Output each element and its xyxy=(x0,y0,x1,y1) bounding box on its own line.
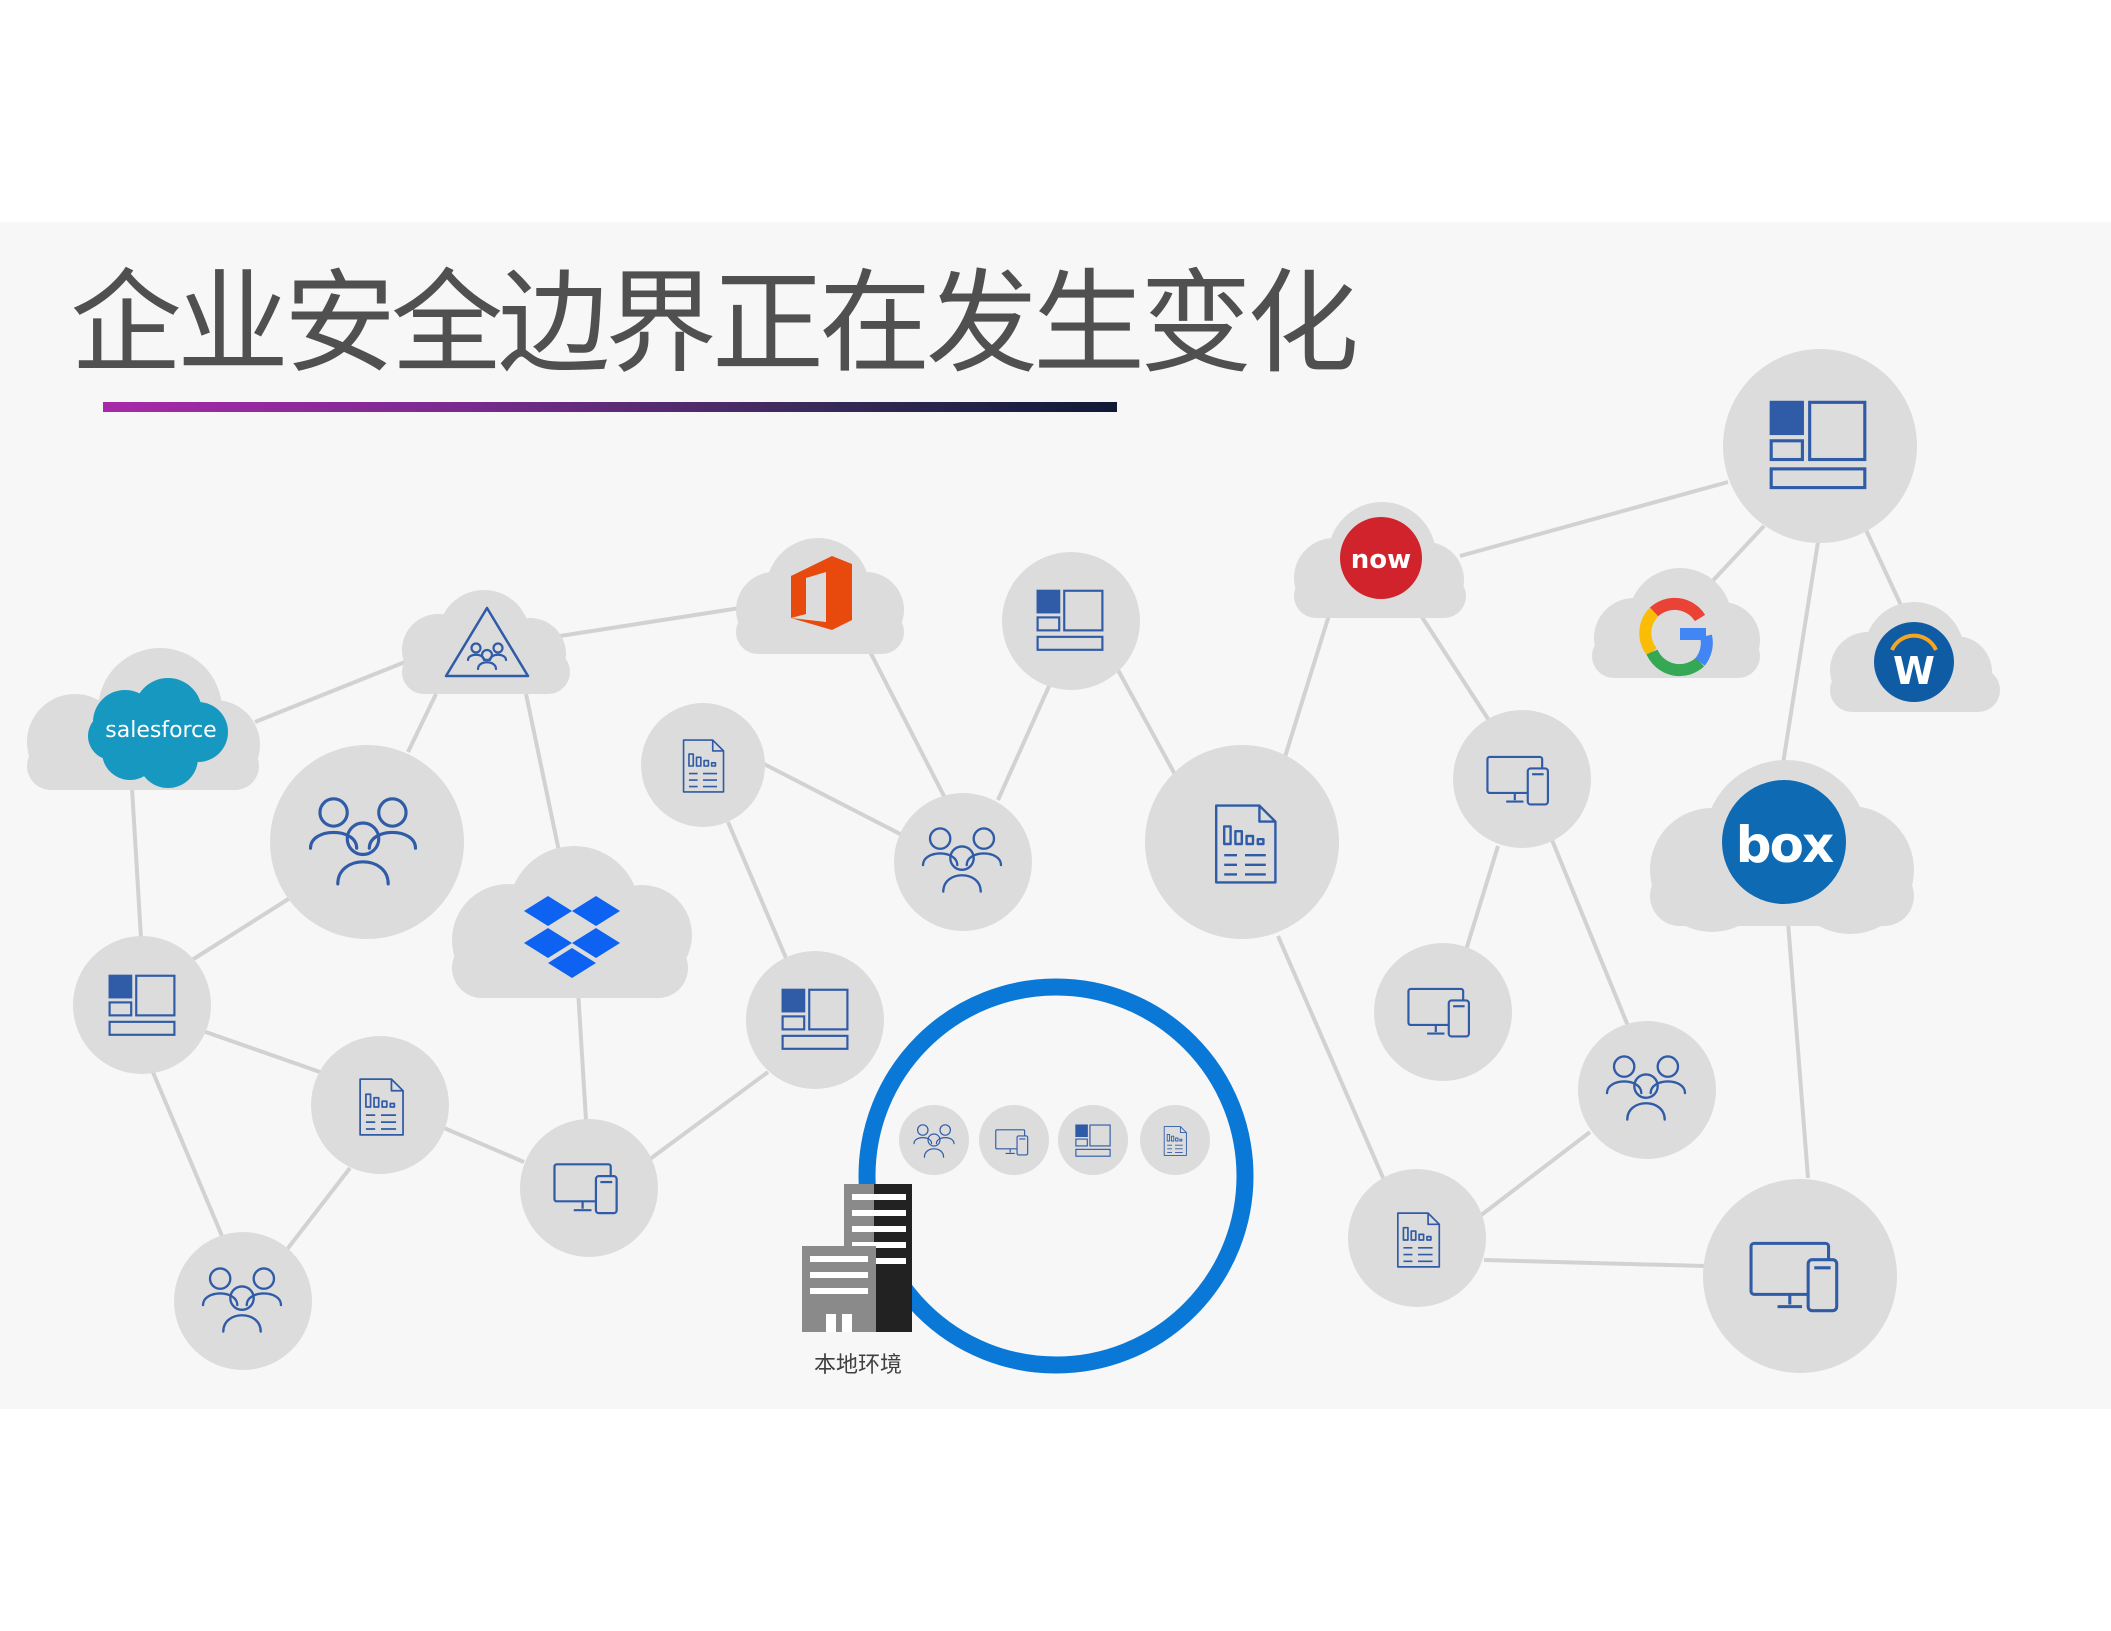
node-users-3 xyxy=(894,793,1032,931)
node-app-2 xyxy=(746,951,884,1089)
on-prem-label: 本地环境 xyxy=(814,1353,902,1378)
salesforce-wordmark: salesforce xyxy=(105,718,216,743)
servicenow-cloud: now xyxy=(1294,502,1466,618)
title-underline xyxy=(103,402,1117,412)
node-doc-1 xyxy=(311,1036,449,1174)
google-logo xyxy=(1639,597,1713,677)
dropbox-cloud xyxy=(452,846,692,998)
perimeter-node-users xyxy=(899,1105,969,1175)
office-cloud xyxy=(736,538,904,654)
perimeter-node-doc xyxy=(1140,1105,1210,1175)
node-devices-3 xyxy=(1374,943,1512,1081)
workday-logo xyxy=(1874,622,1954,702)
node-doc-4 xyxy=(1348,1169,1486,1307)
on-prem-perimeter-ring xyxy=(858,978,1254,1374)
node-doc-2 xyxy=(641,703,765,827)
salesforce-logo: salesforce xyxy=(88,678,228,788)
building-icon xyxy=(802,1184,912,1332)
slide-title: 企业安全边界正在发生变化 xyxy=(70,259,1359,389)
node-users-1 xyxy=(270,745,464,939)
node-app-1 xyxy=(73,936,211,1074)
node-devices-4 xyxy=(1703,1179,1897,1373)
node-app-3 xyxy=(1002,552,1140,690)
node-doc-3 xyxy=(1145,745,1339,939)
workday-wordmark: W xyxy=(1893,649,1935,693)
node-devices-2 xyxy=(1453,710,1591,848)
shared-workspace-cloud xyxy=(402,590,570,694)
workday-cloud: W xyxy=(1830,602,2000,712)
servicenow-logo xyxy=(1340,517,1422,599)
node-app-4 xyxy=(1723,349,1917,543)
box-wordmark: box xyxy=(1736,816,1834,874)
node-devices-1 xyxy=(520,1119,658,1257)
office-logo xyxy=(791,556,852,630)
network-edges xyxy=(130,480,1908,1268)
box-logo xyxy=(1722,780,1846,904)
node-users-2 xyxy=(174,1232,312,1370)
node-users-4 xyxy=(1578,1021,1716,1159)
salesforce-cloud: salesforce xyxy=(27,648,260,790)
perimeter-node-app xyxy=(1058,1105,1128,1175)
perimeter-node-devices xyxy=(979,1105,1049,1175)
dropbox-logo xyxy=(524,896,620,978)
google-cloud xyxy=(1592,568,1760,678)
triangle-users-icon xyxy=(444,606,530,678)
servicenow-wordmark: now xyxy=(1351,545,1411,575)
box-cloud: box xyxy=(1650,760,1914,934)
